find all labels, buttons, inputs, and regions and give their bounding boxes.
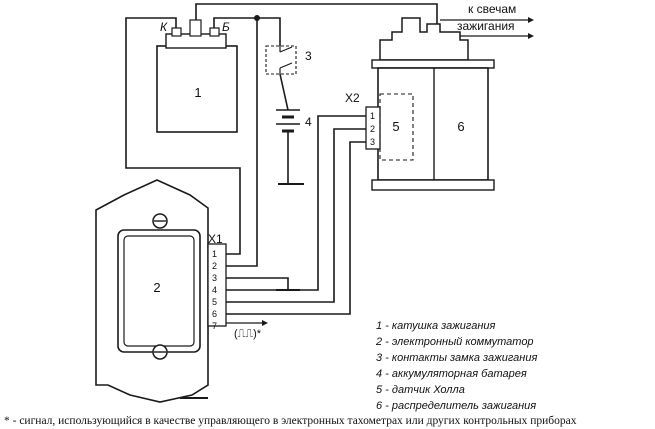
battery: 4 <box>276 109 312 185</box>
tachometer-signal-output: (⎍⎍)* <box>226 320 268 340</box>
x2-pin-1: 1 <box>370 111 375 121</box>
x2-pin-2: 2 <box>370 124 375 134</box>
wiring <box>125 3 438 315</box>
legend: 1 - катушка зажигания 2 - электронный ко… <box>375 320 537 412</box>
signal-label: (⎍⎍)* <box>234 328 262 340</box>
distributor-number: 6 <box>457 119 464 134</box>
spark-plug-leads: к свечам зажигания <box>440 2 534 39</box>
spark-plugs-label-2: зажигания <box>457 19 515 33</box>
legend-item-3: 3 - контакты замка зажигания <box>376 352 537 364</box>
x1-pin-3: 3 <box>212 273 217 283</box>
x2-label: X2 <box>345 91 360 105</box>
legend-item-6: 6 - распределитель зажигания <box>376 400 536 412</box>
x1-pin-7: 7 <box>212 321 217 331</box>
spark-plugs-label-1: к свечам <box>468 2 516 16</box>
legend-item-1: 1 - катушка зажигания <box>376 320 496 332</box>
x1-pin-2: 2 <box>212 261 217 271</box>
battery-number: 4 <box>305 115 312 129</box>
footnote: * - сигнал, использующийся в качестве уп… <box>4 415 577 427</box>
x1-pin-1: 1 <box>212 249 217 259</box>
switch-number: 3 <box>305 49 312 63</box>
hall-sensor-number: 5 <box>392 119 399 134</box>
x1-label: X1 <box>208 232 223 246</box>
x2-pin-3: 3 <box>370 137 375 147</box>
ignition-switch: 3 <box>265 45 312 75</box>
legend-item-2: 2 - электронный коммутатор <box>375 336 534 348</box>
x1-pin-5: 5 <box>212 297 217 307</box>
ignition-coil: 1 К Б <box>156 19 238 133</box>
distributor: X2 1 2 3 5 6 <box>345 17 495 191</box>
legend-item-5: 5 - датчик Холла <box>376 384 465 396</box>
commutator-number: 2 <box>153 280 160 295</box>
coil-terminal-k: К <box>160 20 168 34</box>
coil-terminal-b: Б <box>222 20 230 34</box>
electronic-commutator: 2 X1 1 2 3 4 5 6 7 <box>95 179 227 403</box>
x1-pin-6: 6 <box>212 309 217 319</box>
x1-pin-4: 4 <box>212 285 217 295</box>
legend-item-4: 4 - аккумуляторная батарея <box>376 368 527 380</box>
coil-number: 1 <box>194 85 201 100</box>
